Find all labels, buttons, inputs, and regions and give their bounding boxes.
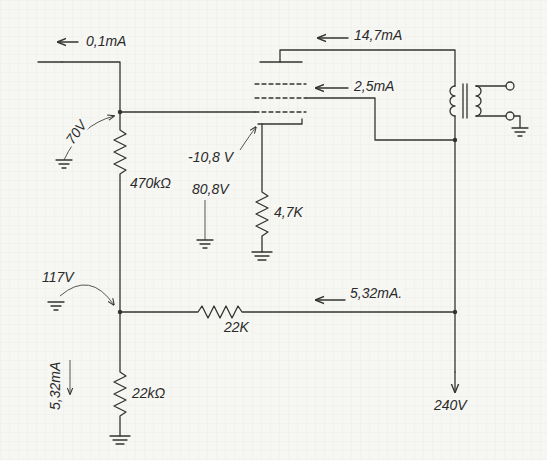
resistor-symbol xyxy=(256,124,268,252)
supply-arrow xyxy=(454,372,455,392)
current-label: 5,32mA. xyxy=(348,286,404,301)
resistor-value: 470kΩ xyxy=(128,176,173,191)
resistor-value: 22kΩ xyxy=(130,386,167,401)
secondary-coil xyxy=(476,86,481,116)
plate xyxy=(260,61,302,62)
resistor-symbol xyxy=(114,312,126,436)
current-arrow xyxy=(58,41,78,42)
input-terminal xyxy=(38,61,62,62)
tube-symbol xyxy=(255,62,306,124)
current-label: 0,1mA xyxy=(84,34,128,49)
voltage-label: -10,8 V xyxy=(186,150,235,165)
wire xyxy=(476,86,506,116)
ground-symbol xyxy=(110,436,130,444)
voltage-label: 240V xyxy=(432,398,469,413)
ground-symbol xyxy=(252,252,272,260)
wire xyxy=(62,62,120,112)
wire xyxy=(120,111,255,112)
voltage-arrow xyxy=(60,285,114,305)
primary-coil xyxy=(450,86,455,116)
transformer-symbol xyxy=(450,82,528,136)
control-grid xyxy=(255,111,306,112)
ground-symbol xyxy=(512,116,528,136)
output-terminal xyxy=(506,112,514,120)
voltage-arrow xyxy=(240,127,256,150)
transformer-core xyxy=(463,84,467,118)
screen-grid xyxy=(255,97,306,98)
wire xyxy=(306,98,455,140)
voltage-label: 70V xyxy=(62,116,91,149)
current-arrow xyxy=(70,360,71,394)
voltage-label: 117V xyxy=(40,270,76,285)
current-arrow xyxy=(318,37,348,38)
voltage-label: 80,8V xyxy=(190,182,231,197)
resistor-symbol xyxy=(114,112,126,312)
cathode xyxy=(258,119,302,124)
resistor-symbol xyxy=(120,306,455,318)
ground-symbol xyxy=(48,302,64,310)
leader-line xyxy=(205,200,206,240)
wire xyxy=(454,116,455,372)
suppressor-grid xyxy=(255,83,306,84)
resistor-value: 4,7K xyxy=(272,205,305,220)
output-terminal xyxy=(506,82,514,90)
current-label: 2,5mA xyxy=(352,79,396,94)
current-label: 5,32mA xyxy=(48,360,63,412)
current-arrow xyxy=(316,87,348,88)
resistor-value: 22K xyxy=(222,320,251,335)
current-label: 14,7mA xyxy=(352,28,404,43)
ground-symbol xyxy=(197,240,213,248)
ground-symbol xyxy=(56,160,72,168)
current-arrow xyxy=(316,299,345,300)
